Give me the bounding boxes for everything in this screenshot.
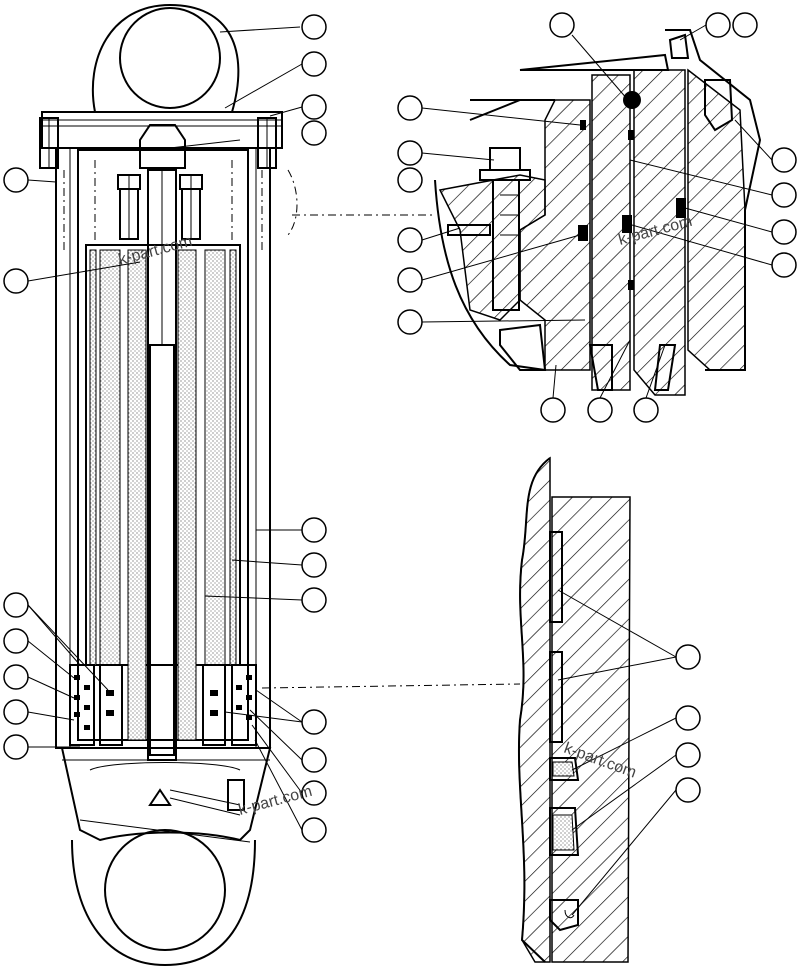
callout-bubble xyxy=(397,227,423,253)
top-eye-bore xyxy=(119,7,221,109)
callout-bubble xyxy=(397,95,423,121)
bottom-seal-stack-right xyxy=(202,664,257,746)
callout-bubble xyxy=(301,817,327,843)
callout-bubble xyxy=(705,12,731,38)
flange-bolt-left xyxy=(39,117,59,169)
watermark: k-part.com xyxy=(237,783,314,819)
callout-bubble xyxy=(771,147,797,173)
top-mounting-eye xyxy=(91,3,240,113)
callout-bubble xyxy=(301,780,327,806)
bottom-seal-stack-left xyxy=(69,664,123,746)
rod-section xyxy=(518,456,551,963)
bottom-eye-bore xyxy=(104,829,226,951)
callout-bubble xyxy=(3,167,29,193)
seal-ring-3 xyxy=(549,899,579,932)
gland-body xyxy=(519,99,591,371)
bottom-base xyxy=(60,747,272,842)
callouts xyxy=(3,12,797,916)
callout-bubble xyxy=(301,51,327,77)
callout-bubble xyxy=(301,587,327,613)
callout-bubble xyxy=(3,592,29,618)
callout-bubble xyxy=(675,705,701,731)
piston-sleeve-1 xyxy=(591,74,631,391)
callout-bubble xyxy=(301,14,327,40)
callout-bubble xyxy=(397,140,423,166)
detail-view-seal xyxy=(517,456,631,963)
callout-bubble xyxy=(3,699,29,725)
cylinder-main-view xyxy=(39,3,283,967)
callout-bubble xyxy=(675,644,701,670)
callout-bubble xyxy=(540,397,566,423)
detail-bolt xyxy=(479,147,531,311)
callout-bubble xyxy=(301,94,327,120)
callout-bubble xyxy=(587,397,613,423)
detail-view-head xyxy=(434,29,762,396)
callout-bubble xyxy=(3,734,29,760)
callout-bubble xyxy=(771,252,797,278)
callout-bubble xyxy=(397,267,423,293)
callout-bubble xyxy=(301,552,327,578)
callout-bubble xyxy=(3,628,29,654)
head-cap xyxy=(41,111,283,149)
flange-bolt-right xyxy=(257,117,277,169)
seal-ring-1 xyxy=(549,757,580,781)
callout-bubble xyxy=(301,747,327,773)
bottom-mounting-eye xyxy=(71,839,256,967)
wear-band-lower xyxy=(549,651,563,743)
callout-bubble xyxy=(397,309,423,335)
callout-bubble xyxy=(771,219,797,245)
packing-right-2 xyxy=(204,249,226,666)
callout-bubble xyxy=(301,517,327,543)
callout-bubble xyxy=(771,182,797,208)
internal-bolt-right xyxy=(179,174,203,240)
packing-left-2 xyxy=(127,249,147,741)
callout-bubble xyxy=(397,167,423,193)
callout-bubble xyxy=(675,777,701,803)
internal-bolt-left xyxy=(117,174,141,240)
callout-bubble xyxy=(301,120,327,146)
packing-right-1 xyxy=(177,249,197,741)
outer-tube-section xyxy=(687,68,746,371)
callout-bubble xyxy=(3,268,29,294)
callout-bubble xyxy=(633,397,659,423)
packing-left-1 xyxy=(99,249,121,666)
wear-band-upper xyxy=(549,531,563,623)
callout-bubble xyxy=(675,742,701,768)
callout-bubble xyxy=(732,12,758,38)
outer-tube xyxy=(55,147,271,749)
callout-bubble xyxy=(3,664,29,690)
callout-bubble xyxy=(549,12,575,38)
callout-bubble xyxy=(301,709,327,735)
seal-ring-2 xyxy=(549,807,580,856)
